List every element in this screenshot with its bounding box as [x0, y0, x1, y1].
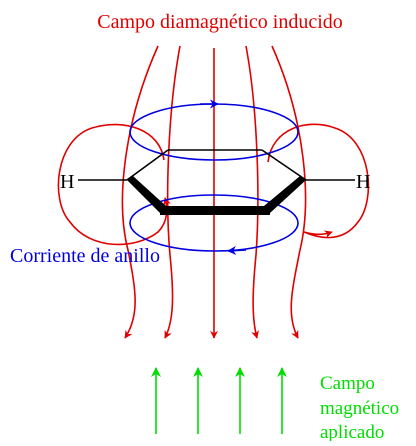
bond-front-right-wedge [264, 176, 306, 213]
ring-current [129, 99, 299, 256]
bond-front-bottom [160, 206, 270, 215]
ring-current-bottom-loop [129, 194, 299, 252]
bond-back-right [261, 149, 307, 181]
induced-field-line-left-outer [121, 45, 159, 339]
benzene-molecule [78, 149, 355, 215]
applied-field-label-line-2: magnético [320, 398, 399, 419]
applied-field-label: Campo magnético aplicado [320, 373, 399, 443]
hydrogen-right-label: H [356, 171, 370, 193]
induced-field-loop-right [267, 123, 370, 239]
induced-field-lines [57, 45, 370, 339]
applied-field-arrows [151, 367, 287, 434]
induced-field-line-right-inner [245, 45, 259, 339]
ring-current-label: Corriente de anillo [10, 245, 160, 267]
ring-current-bottom-arrow [227, 246, 247, 256]
hydrogen-left-label: H [60, 171, 74, 193]
applied-field-label-line-3: aplicado [320, 422, 384, 441]
induced-field-line-right-outer [271, 45, 307, 339]
induced-field-label: Campo diamagnético inducido [97, 11, 343, 33]
induced-field-loop-left [57, 123, 171, 246]
induced-field-line-left-inner [164, 45, 181, 339]
bond-back-left [126, 149, 169, 181]
bond-front-left-wedge [127, 176, 166, 213]
applied-field-label-line-1: Campo [320, 373, 375, 394]
